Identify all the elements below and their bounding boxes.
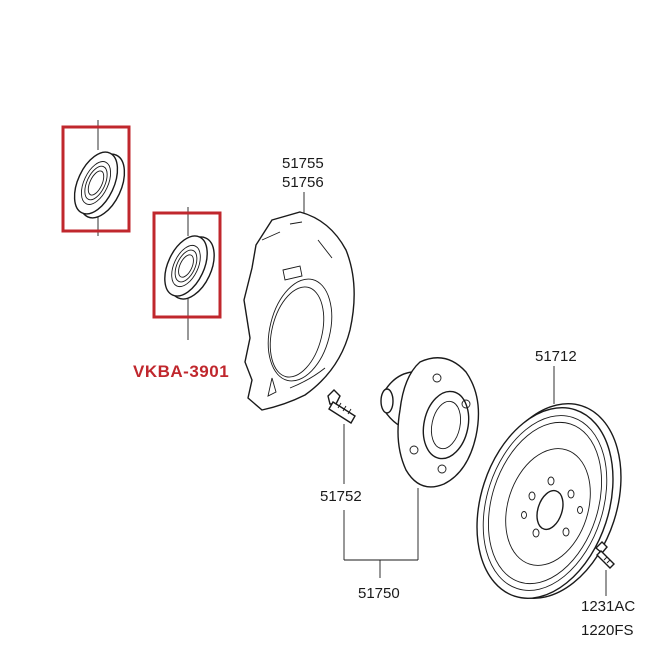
disc-screw-label-1: 1231AC [581, 598, 635, 615]
disc-screw-label-2: 1220FS [581, 622, 634, 639]
dust-cover-icon [243, 211, 355, 411]
bearing-inner-icon [164, 207, 215, 340]
hub-assembly-label: 51750 [358, 585, 400, 602]
bearing-outer-highlight[interactable] [61, 125, 131, 233]
brake-disc-label: 51712 [535, 348, 577, 365]
disc-screw-icon [594, 541, 615, 569]
wheel-bolt-label: 51752 [320, 488, 362, 505]
callout-label: VKBA-3901 [133, 362, 229, 381]
dust-cover-label-1: 51755 [282, 155, 324, 172]
dust-cover-label-2: 51756 [282, 174, 324, 191]
bearing-outer-icon [73, 120, 126, 236]
hub-icon [380, 357, 480, 488]
brake-disc-icon [476, 403, 622, 599]
bearing-inner-highlight[interactable] [152, 211, 222, 319]
wheel-bolt-icon [327, 389, 356, 424]
